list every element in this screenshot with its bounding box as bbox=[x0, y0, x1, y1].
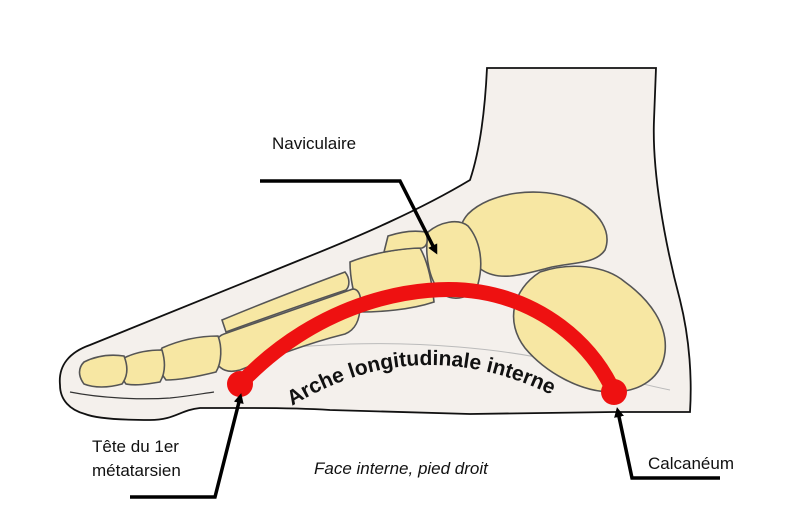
metatarsal-lateral bbox=[221, 271, 350, 334]
arch-curve bbox=[232, 282, 622, 400]
navicular-bone bbox=[425, 220, 482, 299]
calcaneus-leader bbox=[614, 407, 720, 480]
navicular-label: Naviculaire bbox=[272, 134, 356, 153]
metatarsal-label-line1: Tête du 1er bbox=[92, 437, 179, 456]
metatarsal-label-line2: métatarsien bbox=[92, 461, 181, 480]
metatarsal-leader bbox=[130, 393, 244, 499]
calcaneus-bone bbox=[512, 265, 667, 393]
inner-sole-line bbox=[69, 391, 215, 400]
phalanx-distal bbox=[78, 354, 128, 388]
arch-point-metatarsal bbox=[227, 371, 253, 397]
navicular-leader bbox=[260, 179, 438, 255]
arch-point-calcaneus bbox=[601, 379, 627, 405]
calcaneus-label: Calcanéum bbox=[648, 454, 734, 473]
caption: Face interne, pied droit bbox=[314, 459, 489, 478]
cuneiform-bone-2 bbox=[382, 230, 428, 253]
